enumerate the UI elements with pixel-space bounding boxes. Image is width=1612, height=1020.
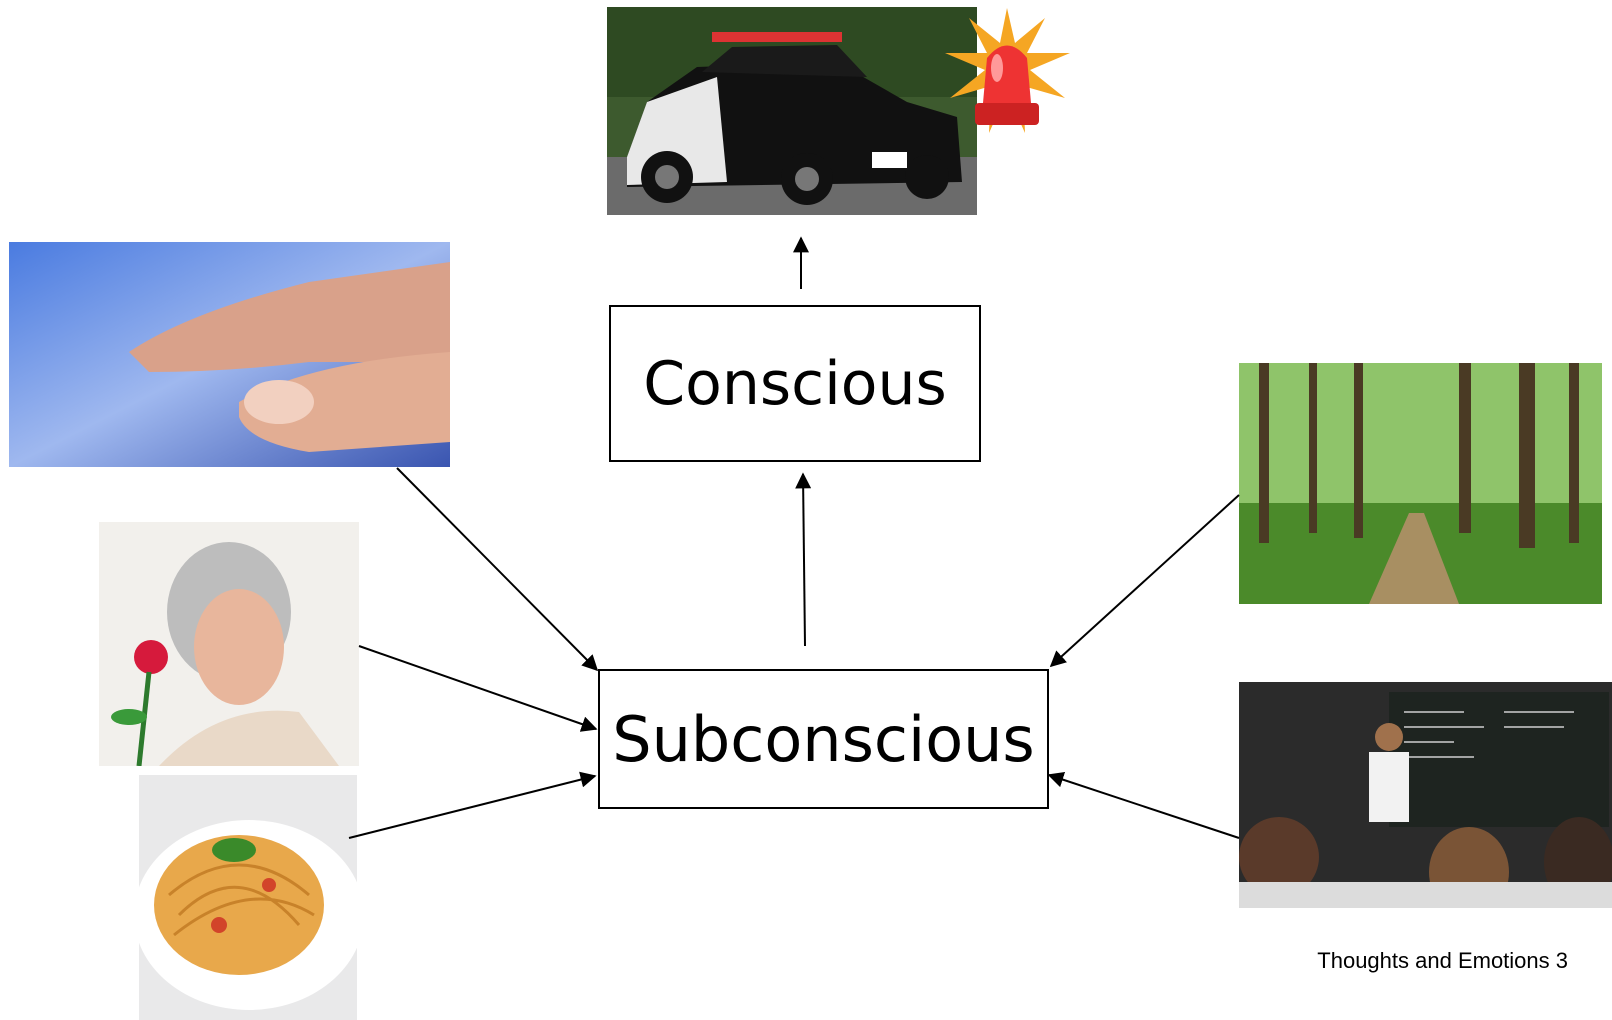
footer-text: Thoughts and Emotions 3	[1317, 948, 1568, 973]
subconscious-box: Subconscious	[598, 669, 1049, 809]
conscious-label: Conscious	[643, 348, 947, 419]
arrow-taste-to-subconscious	[348, 771, 597, 839]
arrow-subconscious-to-conscious	[795, 472, 812, 647]
arrow-smell-to-subconscious	[358, 645, 598, 732]
woman-rose-image	[99, 522, 359, 766]
spaghetti-image	[139, 775, 357, 1020]
forest-image	[1239, 363, 1602, 604]
arrow-touch-to-subconscious	[396, 467, 599, 672]
subconscious-label: Subconscious	[612, 702, 1035, 776]
finger-touch-image	[9, 242, 450, 467]
siren-icon	[945, 8, 1070, 138]
police-car-image	[607, 7, 977, 215]
conscious-box: Conscious	[609, 305, 981, 462]
classroom-image	[1239, 682, 1612, 908]
arrow-forest-to-subconscious	[1049, 494, 1240, 668]
arrow-classroom-to-subconscious	[1047, 771, 1240, 839]
